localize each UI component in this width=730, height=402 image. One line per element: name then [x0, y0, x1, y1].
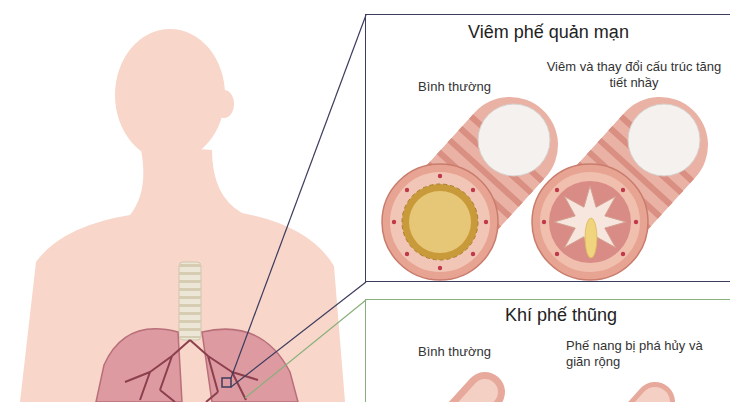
tube-end: [478, 104, 550, 176]
leader-line: [245, 300, 366, 398]
tube-wall: [390, 172, 490, 272]
mucus: [585, 218, 597, 258]
vessel-dot: [634, 220, 638, 224]
vessel-dot: [471, 252, 475, 256]
bronchi-left: [125, 340, 190, 402]
vessel-dot: [621, 188, 625, 192]
panel-title: Viêm phế quản mạn: [366, 22, 730, 44]
vessel-dot: [438, 174, 442, 178]
lumen-lining: [402, 184, 478, 260]
sample-label: Viêm và thay đổi cấu trúc tăng tiết nhầy: [546, 59, 722, 90]
head: [115, 29, 225, 161]
zoom-marker: [222, 378, 231, 387]
trachea-rings: [179, 264, 201, 338]
tube-end: [628, 104, 700, 176]
vessel-dot: [555, 252, 559, 256]
alveolus-normal: [455, 392, 485, 402]
vessel-dot: [405, 188, 409, 192]
nose: [214, 90, 234, 118]
tube-outer: [382, 164, 498, 280]
body-silhouette: [20, 29, 345, 402]
lungs: [96, 329, 298, 402]
trachea-tube: [179, 262, 201, 340]
vessel-dot: [438, 266, 442, 270]
bronchus-normal: [382, 104, 550, 280]
vessel-dot: [542, 220, 546, 224]
leader-line: [231, 282, 366, 387]
leader-lines: [231, 15, 366, 398]
torso: [20, 145, 345, 402]
tube-outer: [532, 164, 648, 280]
vessel-dot: [555, 188, 559, 192]
bronchus-inflamed: [532, 104, 700, 280]
vessel-dot: [392, 220, 396, 224]
tube-wall: [540, 172, 640, 272]
sample-label: Bình thường: [418, 79, 528, 95]
lumen: [409, 191, 471, 253]
vessel-dot: [621, 252, 625, 256]
panel-title: Khí phế thũng: [366, 305, 730, 327]
vessel-dot: [405, 252, 409, 256]
lung-right: [202, 329, 298, 402]
trachea: [179, 262, 201, 340]
bronchi-right: [190, 340, 258, 402]
leader-line: [231, 15, 366, 378]
panel-box: Khí phế thũngBình thường Phế nang bị phá …: [365, 299, 730, 402]
panel-box: Viêm phế quản mạnBình thường Viêm và thay…: [365, 14, 730, 282]
alveoli: [455, 392, 655, 402]
sample-label: Bình thường: [418, 344, 528, 360]
alveolus-inner: [455, 392, 485, 402]
folded-lining: [554, 186, 626, 258]
swollen-tissue: [549, 181, 631, 263]
sample-label: Phế nang bị phá hủy và giãn rộng: [566, 338, 724, 369]
vessels: [392, 174, 488, 270]
vessel-dot: [471, 188, 475, 192]
vessel-dot: [484, 220, 488, 224]
